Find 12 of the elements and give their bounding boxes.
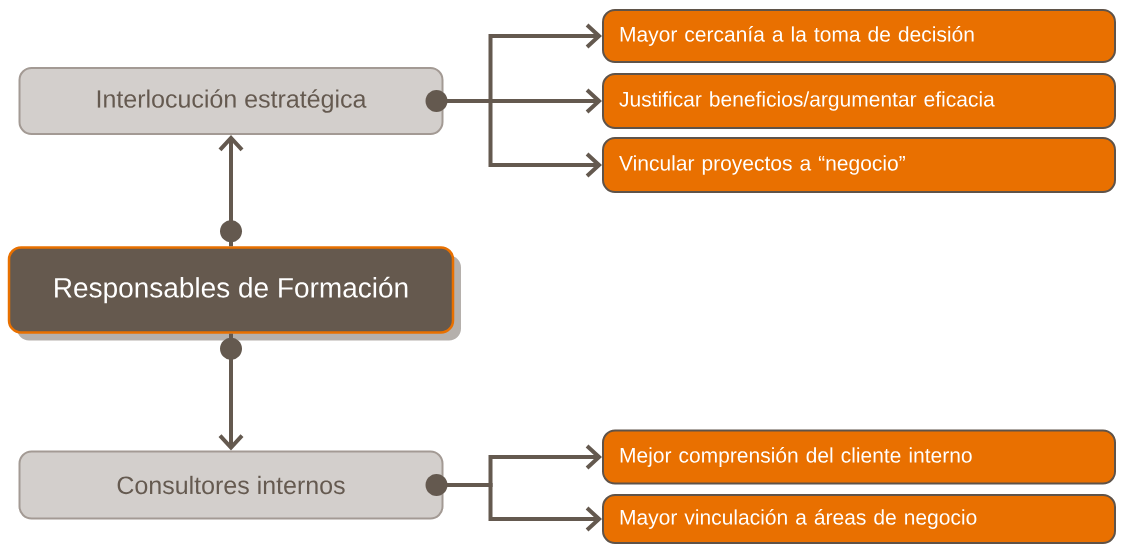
topic-box: Interlocución estratégica — [18, 67, 444, 135]
arrow — [443, 99, 602, 178]
arrow — [218, 135, 244, 247]
benefit-box: Justificar beneficios/argumentar eficacia — [602, 73, 1116, 129]
arrow — [218, 333, 244, 451]
topic-box: Consultores internos — [18, 450, 444, 520]
main-box: Responsables de Formación — [7, 246, 455, 334]
benefit-box: Mejor comprensión del cliente interno — [602, 429, 1116, 485]
benefit-box: Mayor cercanía a la toma de decisión — [602, 9, 1116, 63]
benefit-box: Mayor vinculación a áreas de negocio — [602, 494, 1116, 544]
benefit-box: Vincular proyectos a “negocio” — [602, 137, 1116, 193]
arrow — [443, 483, 602, 532]
